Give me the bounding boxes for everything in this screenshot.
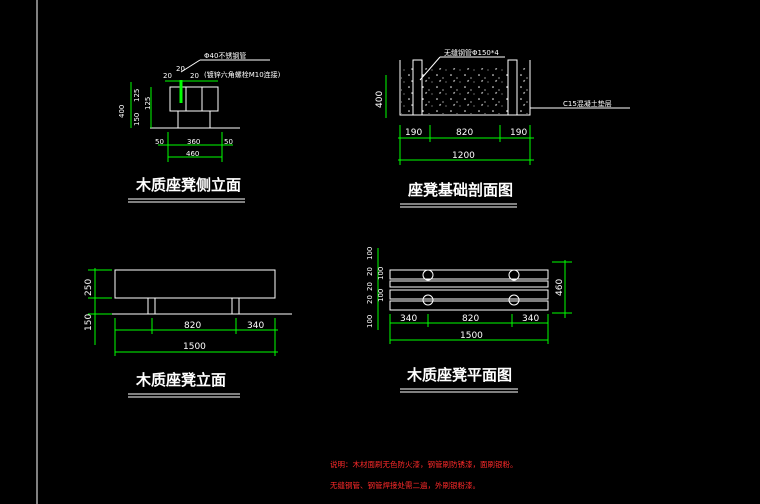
foundation-pipe-label: 无缝钢管Φ150*4	[444, 48, 499, 57]
elevation-leg-right	[231, 297, 240, 315]
foundation-dim-190a: 190	[405, 128, 422, 138]
plan-dim-left-2: 20	[366, 267, 374, 276]
side-dim-top-3: 20	[190, 72, 199, 80]
plan-pipe-circle-1	[422, 269, 434, 281]
elevation-view-title: 木质座凳立面	[135, 371, 226, 389]
foundation-dim-190b: 190	[510, 128, 527, 138]
elevation-dim-820: 820	[184, 321, 201, 331]
note-line-2: 无缝钢管、钢管焊接处需二遍，外刷银粉漆。	[330, 480, 480, 490]
plan-slat-1	[389, 269, 549, 280]
plan-dim-left-3: 100	[377, 267, 385, 280]
plan-view-title: 木质座凳平面图	[406, 366, 512, 384]
foundation-pipe-left	[412, 59, 423, 116]
foundation-concrete-label: C15混凝土垫层	[563, 99, 612, 108]
plan-dim-820: 820	[462, 314, 479, 324]
side-dim-bottom-50b: 50	[224, 138, 233, 146]
side-dim-left-125a: 125	[133, 89, 141, 102]
side-dim-bottom-360: 360	[187, 138, 200, 146]
foundation-dim-820: 820	[456, 128, 473, 138]
foundation-outline	[399, 60, 531, 116]
side-pipe-label-1: Φ40不锈钢管	[204, 51, 246, 60]
plan-dim-340a: 340	[400, 314, 417, 324]
plan-dim-left-7: 100	[366, 315, 374, 328]
elevation-view: 250 150 820 340 1500 木质座凳立面	[84, 268, 292, 398]
side-dim-left-125b: 125	[144, 97, 152, 110]
elevation-dim-340: 340	[247, 321, 264, 331]
plan-view: 100 20 100 20 20 100 100 460 340 820 340…	[366, 247, 572, 393]
foundation-view: 无缝钢管Φ150*4 C15混凝土垫层 400 190 820 190 1200…	[375, 48, 630, 208]
foundation-dim-1200: 1200	[452, 151, 475, 161]
side-pipe-label-2: (镀锌六角螺栓M10连接)	[204, 70, 281, 79]
elevation-seat	[114, 269, 276, 299]
foundation-pipe-right	[507, 59, 518, 116]
side-view-title: 木质座凳侧立面	[135, 176, 241, 194]
plan-dim-left-4: 20	[366, 282, 374, 291]
side-dim-top-2: 20	[176, 65, 185, 73]
side-dim-left-400: 400	[118, 105, 126, 118]
plan-slat-4	[389, 300, 549, 311]
plan-pipe-circle-3	[422, 294, 434, 306]
side-seat-outline	[169, 86, 219, 112]
side-view: Φ40不锈钢管 (镀锌六角螺栓M10连接) 20 20 20 400 125 1…	[118, 51, 281, 203]
elevation-leg-left	[147, 297, 156, 315]
foundation-view-title: 座凳基础剖面图	[407, 181, 513, 199]
foundation-pipe-leader	[419, 56, 441, 81]
side-dim-bottom-50a: 50	[155, 138, 164, 146]
foundation-dim-left-400: 400	[375, 91, 385, 108]
side-dim-top-1: 20	[163, 72, 172, 80]
plan-slat-3	[389, 289, 549, 300]
note-line-1: 说明：木材面刷无色防火漆，钢管刷防锈漆，面刷银粉。	[330, 459, 518, 469]
plan-dim-left-1: 100	[366, 247, 374, 260]
side-pipe-leader	[180, 59, 201, 73]
elevation-dim-1500: 1500	[183, 342, 206, 352]
plan-dim-340b: 340	[522, 314, 539, 324]
elevation-dim-250: 250	[84, 279, 94, 296]
side-dim-left-150: 150	[133, 113, 141, 126]
plan-pipe-circle-2	[508, 269, 520, 281]
plan-dim-1500: 1500	[460, 331, 483, 341]
plan-dim-left-6: 100	[377, 289, 385, 302]
plan-slat-2	[389, 280, 549, 288]
elevation-dim-150: 150	[84, 314, 94, 331]
side-dim-bottom-460: 460	[186, 150, 199, 158]
plan-pipe-circle-4	[508, 294, 520, 306]
plan-dim-left-5: 20	[366, 295, 374, 304]
plan-dim-right-460: 460	[555, 279, 565, 296]
